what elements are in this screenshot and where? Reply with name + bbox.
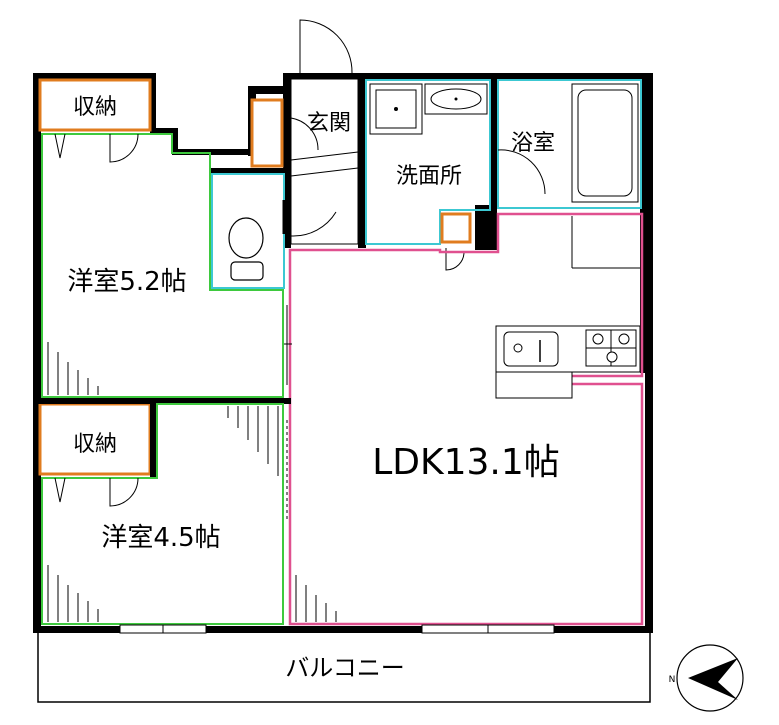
toilet-icon — [228, 217, 264, 281]
storage-bottom-outline — [38, 402, 152, 476]
compass-north-label: N — [669, 675, 676, 685]
entrance-door-swing — [299, 19, 353, 74]
entrance-outline — [290, 78, 359, 245]
closet-door-top — [54, 133, 66, 159]
hatch-western-bottom — [47, 406, 279, 622]
windows — [119, 624, 555, 634]
walls — [33, 73, 653, 633]
balcony-area — [37, 631, 651, 703]
hatch-ldk — [295, 575, 337, 622]
shoe-storage-outline — [250, 98, 284, 168]
storage-top-outline — [38, 78, 152, 132]
ldk-outline — [288, 212, 644, 626]
western-room-top-outline — [41, 133, 284, 398]
small-storage-outline — [440, 212, 472, 244]
label-entrance: 玄関 — [307, 111, 351, 136]
label-storage-top: 収納 — [73, 95, 117, 120]
hatch-western-top — [47, 342, 99, 395]
western-room-bottom-outline — [41, 403, 284, 625]
door-swing-top — [109, 133, 139, 163]
label-storage-bottom: 収納 — [73, 432, 117, 457]
stove-icon — [585, 329, 637, 367]
compass-icon: N — [669, 644, 744, 712]
label-ldk: LDK13.1帖 — [372, 442, 560, 483]
label-balcony: バルコニー — [285, 654, 405, 682]
label-washroom: 洗面所 — [396, 164, 462, 189]
label-western-bottom: 洋室4.5帖 — [101, 523, 220, 553]
entrance-inner-swing — [290, 117, 319, 151]
label-western-top: 洋室5.2帖 — [67, 267, 186, 297]
label-bathroom: 浴室 — [511, 131, 555, 156]
washroom-outline — [365, 79, 491, 245]
sink-icon — [503, 331, 559, 367]
toilet-door-swing — [290, 186, 337, 237]
door-swing-bottom — [109, 477, 139, 507]
